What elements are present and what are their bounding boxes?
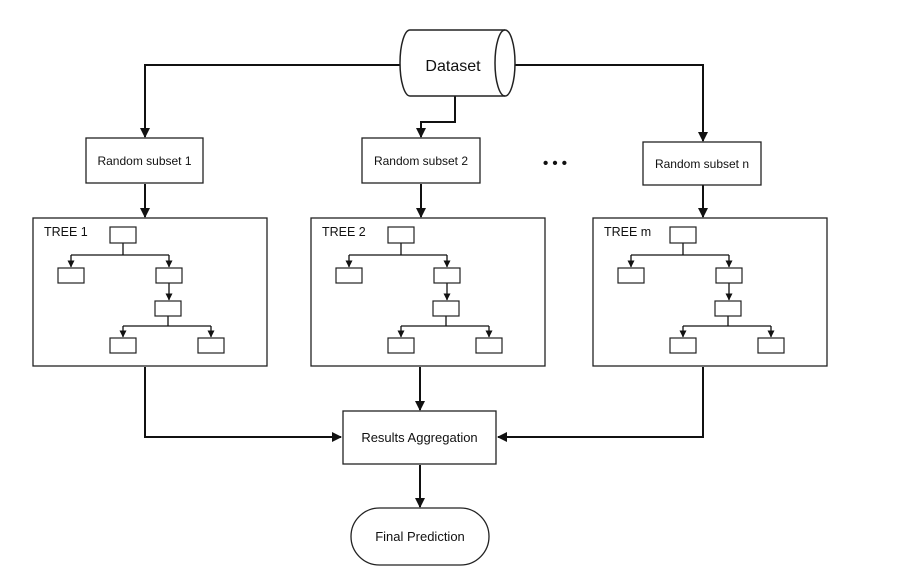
tree-node (433, 267, 461, 284)
tree-node (715, 267, 743, 284)
tree-node (109, 226, 137, 244)
tree-label-m: TREE m (604, 225, 651, 239)
tree-label-2: TREE 2 (322, 225, 366, 239)
final-terminal (350, 507, 490, 566)
tree-node (714, 300, 742, 317)
tree-node (57, 267, 85, 284)
edge-tree-1-aggregation (144, 367, 342, 442)
tree-node (475, 337, 503, 354)
ellipsis: • • • (543, 155, 567, 172)
final-node: Final Prediction (350, 507, 490, 566)
dataset-cylinder-rim (494, 29, 506, 97)
edge-tree-m-aggregation (497, 367, 704, 442)
dataset-label: Dataset (425, 58, 481, 75)
tree-box-1 (32, 217, 268, 367)
tree-node (757, 337, 785, 354)
subset-label-n: Random subset n (655, 157, 749, 171)
edge-dataset-subset-1 (140, 64, 405, 138)
aggregation-box (342, 410, 497, 465)
tree-node (387, 226, 415, 244)
subset-box-n (642, 141, 762, 186)
tree-box-m (592, 217, 828, 367)
subset-label-1: Random subset 1 (97, 154, 191, 168)
tree-2: TREE 2 (310, 217, 546, 367)
tree-node (335, 267, 363, 284)
tree-node (669, 337, 697, 354)
subset-node-2: Random subset 2 (361, 137, 481, 184)
edge-dataset-subset-n (515, 64, 708, 142)
tree-node (617, 267, 645, 284)
tree-1: TREE 1 (32, 217, 268, 367)
subset-box-2 (361, 137, 481, 184)
tree-node (197, 337, 225, 354)
aggregation-label: Results Aggregation (361, 430, 477, 445)
tree-node (387, 337, 415, 354)
subset-node-1: Random subset 1 (85, 137, 204, 184)
final-label: Final Prediction (375, 529, 465, 544)
dataset-node: Dataset (399, 29, 516, 97)
tree-node (155, 267, 183, 284)
tree-node (669, 226, 697, 244)
tree-node (432, 300, 460, 317)
edge-dataset-subset-2 (416, 96, 456, 138)
tree-label-1: TREE 1 (44, 225, 88, 239)
tree-m: TREE m (592, 217, 828, 367)
tree-box-2 (310, 217, 546, 367)
tree-node (109, 337, 137, 354)
aggregation-node: Results Aggregation (342, 410, 497, 465)
subset-box-1 (85, 137, 204, 184)
tree-node (154, 300, 182, 317)
subset-label-2: Random subset 2 (374, 154, 468, 168)
subset-node-n: Random subset n (642, 141, 762, 186)
